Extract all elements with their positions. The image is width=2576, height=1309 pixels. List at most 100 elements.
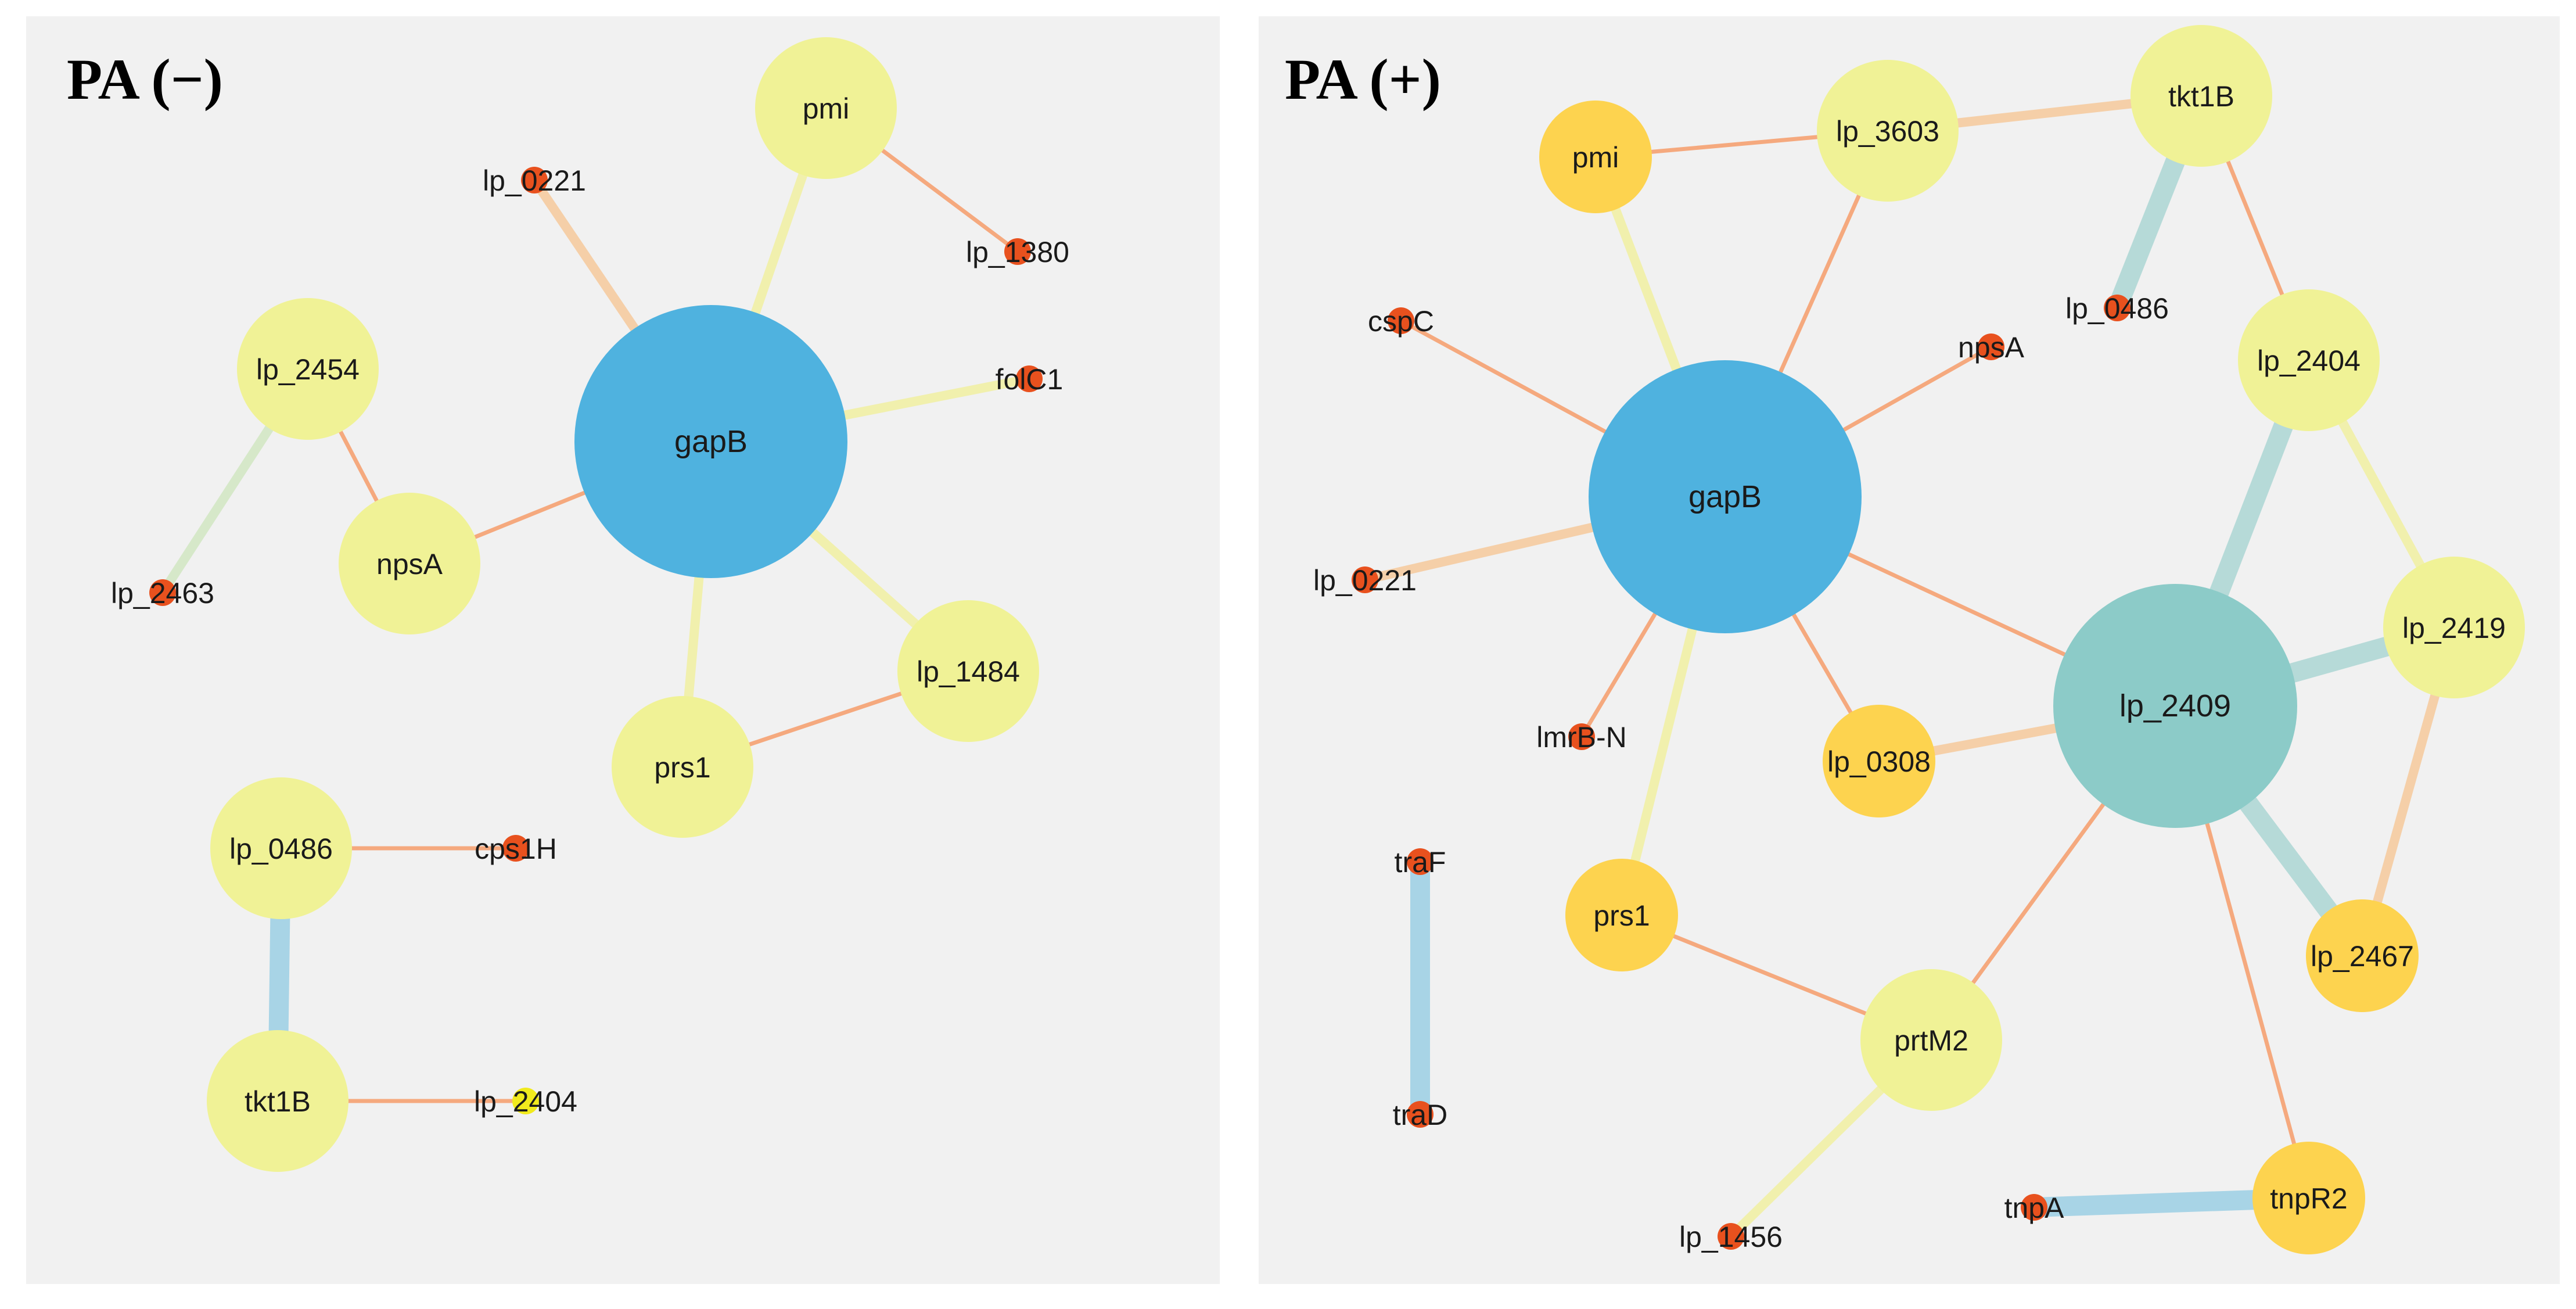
node-label: cps1H <box>475 833 557 865</box>
node-label: lp_0486 <box>229 833 333 865</box>
node-pa-plus-lp_3603: lp_3603 <box>1817 60 1959 202</box>
node-label: lp_0221 <box>483 164 586 197</box>
panel-title-pa-plus: PA (+) <box>1285 47 1441 112</box>
node-circle <box>1565 859 1678 971</box>
node-circle <box>2053 584 2297 828</box>
node-pa-minus-lp_2454: lp_2454 <box>237 298 379 440</box>
node-pa-plus-lp_0486: lp_0486 <box>2065 292 2169 325</box>
node-pa-plus-lp_0221: lp_0221 <box>1313 564 1417 597</box>
node-circle <box>1016 365 1043 392</box>
node-circle <box>1407 848 1433 875</box>
node-pa-plus-tnpR2: tnpR2 <box>2252 1142 2365 1254</box>
node-pa-plus-lp_2419: lp_2419 <box>2383 557 2525 698</box>
node-circle <box>512 1088 539 1114</box>
node-circle <box>210 777 352 919</box>
node-circle <box>2131 25 2272 167</box>
node-pa-plus-tkt1B: tkt1B <box>2131 25 2272 167</box>
node-label: tkt1B <box>245 1085 311 1118</box>
node-circle <box>1004 238 1031 265</box>
node-circle <box>2306 899 2419 1012</box>
node-pa-minus-tkt1B: tkt1B <box>207 1030 349 1172</box>
node-circle <box>237 298 379 440</box>
node-pa-plus-tnpA: tnpA <box>2004 1192 2065 1224</box>
node-pa-plus-prs1: prs1 <box>1565 859 1678 971</box>
node-label: tkt1B <box>2168 80 2234 113</box>
node-circle <box>2104 295 2131 321</box>
node-label: lp_0221 <box>1313 564 1417 597</box>
node-label: lp_2454 <box>256 353 360 386</box>
node-circle <box>2021 1194 2047 1221</box>
node-circle <box>897 600 1039 742</box>
node-circle <box>502 835 529 862</box>
node-pa-plus-cspC: cspC <box>1368 305 1434 338</box>
node-label: lp_1484 <box>917 655 1020 688</box>
node-circle <box>2383 557 2525 698</box>
node-label: gapB <box>674 424 748 459</box>
node-label: lp_2463 <box>111 577 214 609</box>
node-pa-minus-lp_2404: lp_2404 <box>474 1085 577 1118</box>
node-circle <box>612 696 753 838</box>
node-label: lp_2467 <box>2311 940 2414 973</box>
node-circle <box>2238 289 2380 431</box>
node-label: npsA <box>1958 331 2025 364</box>
node-pa-minus-folC1: folC1 <box>996 363 1064 396</box>
node-pa-minus-lp_0486: lp_0486 <box>210 777 352 919</box>
node-label: tnpA <box>2004 1192 2065 1224</box>
node-label: prs1 <box>654 751 710 784</box>
node-label: traF <box>1395 846 1446 878</box>
node-circle <box>1407 1101 1433 1128</box>
node-pa-plus-gapB: gapB <box>1589 360 1862 633</box>
node-pa-plus-lp_2409: lp_2409 <box>2053 584 2297 828</box>
node-label: lp_1380 <box>966 236 1069 268</box>
node-pa-minus-lp_0221: lp_0221 <box>483 164 586 197</box>
node-pa-minus-gapB: gapB <box>574 305 847 578</box>
node-circle <box>1568 723 1595 750</box>
node-label: cspC <box>1368 305 1434 338</box>
node-circle <box>574 305 847 578</box>
node-label: prtM2 <box>1894 1024 1968 1057</box>
node-circle <box>1352 566 1378 593</box>
node-circle <box>207 1030 349 1172</box>
node-pa-plus-prtM2: prtM2 <box>1860 969 2002 1111</box>
node-label: lp_2404 <box>474 1085 577 1118</box>
node-circle <box>1860 969 2002 1111</box>
node-circle <box>1718 1223 1744 1250</box>
node-pa-plus-lp_2467: lp_2467 <box>2306 899 2419 1012</box>
node-label: pmi <box>803 92 850 125</box>
node-pa-plus-lp_2404: lp_2404 <box>2238 289 2380 431</box>
node-pa-minus-lp_1484: lp_1484 <box>897 600 1039 742</box>
node-pa-minus-npsA: npsA <box>339 493 480 634</box>
node-pa-plus-traD: traD <box>1393 1099 1447 1131</box>
node-label: tnpR2 <box>2270 1182 2347 1215</box>
node-circle <box>1388 307 1414 334</box>
panel-title-pa-minus: PA (−) <box>67 47 223 112</box>
node-circle <box>1539 101 1652 213</box>
node-label: traD <box>1393 1099 1447 1131</box>
node-pa-plus-pmi: pmi <box>1539 101 1652 213</box>
node-pa-plus-npsA: npsA <box>1958 331 2025 364</box>
node-label: lp_2409 <box>2119 688 2231 723</box>
node-label: lp_2404 <box>2257 345 2361 377</box>
node-pa-plus-lmrB-N: lmrB-N <box>1536 721 1627 754</box>
node-pa-minus-cps1H: cps1H <box>475 833 557 865</box>
node-label: lp_3603 <box>1836 115 1939 148</box>
node-label: prs1 <box>1593 899 1650 932</box>
node-pa-minus-prs1: prs1 <box>612 696 753 838</box>
node-circle <box>755 37 897 179</box>
node-pa-plus-lp_1456: lp_1456 <box>1679 1221 1783 1253</box>
node-label: lp_2419 <box>2402 612 2506 644</box>
node-pa-plus-lp_0308: lp_0308 <box>1823 705 1935 817</box>
node-circle <box>1589 360 1862 633</box>
node-label: lp_0486 <box>2065 292 2169 325</box>
node-label: lp_1456 <box>1679 1221 1783 1253</box>
panel-pa-minus-background <box>26 16 1220 1284</box>
node-label: folC1 <box>996 363 1064 396</box>
node-pa-minus-pmi: pmi <box>755 37 897 179</box>
node-label: lmrB-N <box>1536 721 1627 754</box>
node-circle <box>521 167 548 193</box>
node-label: npsA <box>376 548 443 580</box>
node-pa-plus-traF: traF <box>1395 846 1446 878</box>
node-pa-minus-lp_1380: lp_1380 <box>966 236 1069 268</box>
node-label: lp_0308 <box>1827 745 1931 778</box>
